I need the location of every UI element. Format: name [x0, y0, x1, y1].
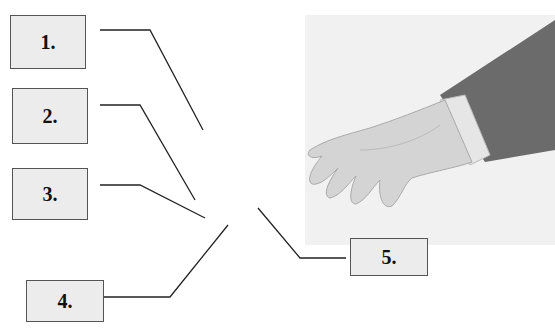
callout-box: 3. — [12, 168, 88, 220]
image-background — [305, 15, 555, 245]
callout-number: 1. — [41, 31, 56, 54]
callout-box: 1. — [10, 15, 86, 69]
palm-crease — [360, 125, 440, 150]
callout-number: 3. — [43, 183, 58, 206]
callout-number: 5. — [382, 246, 397, 269]
hand — [308, 100, 472, 207]
leader-lines — [100, 30, 346, 297]
callout-box: 2. — [12, 88, 88, 144]
callout-number: 4. — [58, 290, 73, 313]
callout-box: 5. — [350, 238, 428, 276]
callout-number: 2. — [43, 105, 58, 128]
callout-box: 4. — [26, 280, 104, 322]
